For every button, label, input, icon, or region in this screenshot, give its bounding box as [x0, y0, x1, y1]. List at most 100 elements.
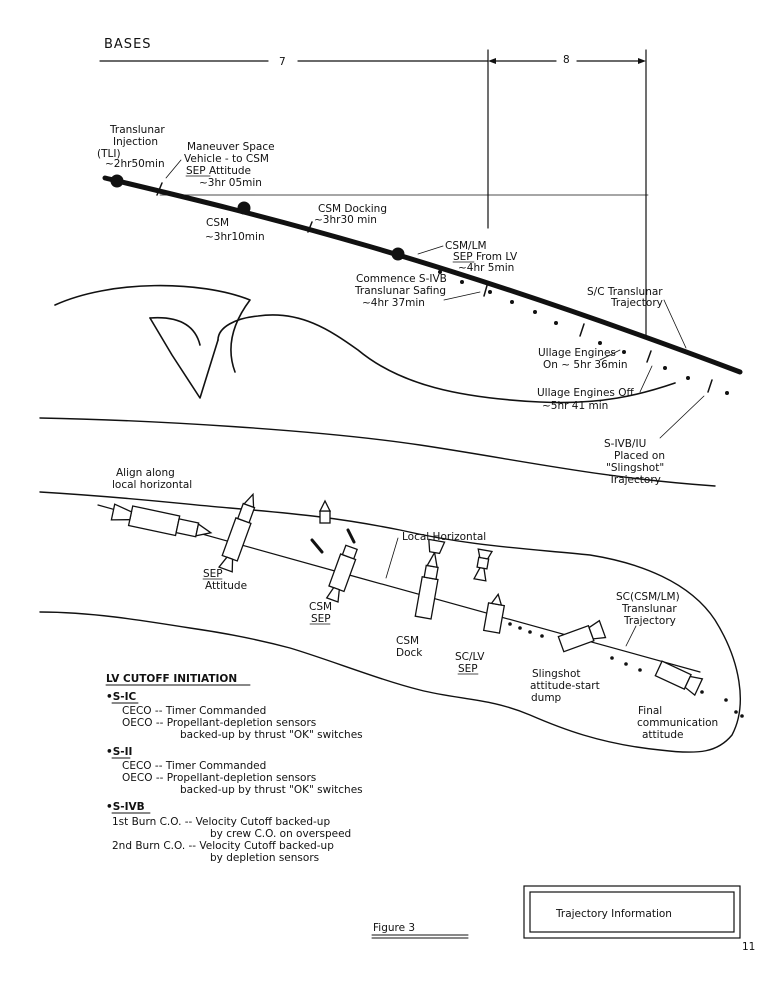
svg-text:Ullage Engines Off: Ullage Engines Off: [537, 387, 634, 399]
bases-header: BASES 7 8: [99, 37, 649, 337]
svg-text:~2hr50min: ~2hr50min: [105, 158, 165, 170]
svg-text:local horizontal: local horizontal: [112, 479, 192, 491]
lower-dotted-path: [508, 622, 744, 718]
svg-text:Placed on: Placed on: [614, 450, 665, 462]
tli-point: [110, 174, 124, 188]
svg-text:Injection: Injection: [113, 136, 158, 148]
svg-text:"Slingshot": "Slingshot": [606, 462, 664, 474]
svg-text:~4hr 5min: ~4hr 5min: [458, 262, 514, 274]
svg-text:2nd Burn C.O. -- Velocity Cuto: 2nd Burn C.O. -- Velocity Cutoff backed-…: [112, 840, 334, 852]
docking-label: CSM Docking ~3hr30 min: [314, 203, 387, 226]
svg-text:SEP: SEP: [203, 568, 223, 580]
svg-text:Trajectory: Trajectory: [623, 615, 676, 627]
svg-text:OECO -- Propellant-depletion s: OECO -- Propellant-depletion sensors: [122, 717, 316, 729]
figure-caption: Figure 3: [371, 922, 469, 939]
svg-text:Trajectory: Trajectory: [610, 297, 663, 309]
svg-text:CSM Docking: CSM Docking: [318, 203, 387, 215]
sclv-sep-label: SC/LV SEP: [455, 651, 485, 675]
s-ivb-dotted-path: [418, 260, 729, 395]
svg-text:Translunar: Translunar: [621, 603, 677, 615]
svg-text:backed-up by thrust "OK" switc: backed-up by thrust "OK" switches: [180, 729, 363, 741]
csmlm-sep-point: [391, 247, 405, 261]
upper-trajectory: Translunar Injection (TLI) ~2hr50min Man…: [97, 124, 743, 486]
svg-text:Attitude: Attitude: [205, 580, 247, 592]
cutoff-notes: LV CUTOFF INITIATION •S-IC CECO -- Timer…: [105, 673, 363, 864]
sclv-sep-vehicle-icon: [473, 548, 506, 634]
svg-text:CSM: CSM: [206, 217, 229, 229]
bases-title: BASES: [104, 37, 152, 52]
svg-text:by depletion sensors: by depletion sensors: [210, 852, 319, 864]
svg-text:Final: Final: [638, 705, 662, 717]
cutoff-title: LV CUTOFF INITIATION: [106, 673, 237, 685]
local-horizontal-label: Local Horizontal: [385, 531, 486, 579]
svg-text:On ~ 5hr 36min: On ~ 5hr 36min: [543, 359, 628, 371]
ullage-off-label: Ullage Engines Off ~5hr 41 min: [537, 365, 653, 412]
s4b-heading: •S-IVB: [106, 801, 145, 813]
svg-text:Translunar Safing: Translunar Safing: [354, 285, 446, 297]
svg-text:SC(CSM/LM): SC(CSM/LM): [616, 591, 680, 603]
svg-text:attitude-start: attitude-start: [530, 680, 600, 692]
svg-text:Translunar: Translunar: [109, 124, 165, 136]
svg-text:~3hr10min: ~3hr10min: [205, 231, 265, 243]
ullage-on-label: Ullage Engines On ~ 5hr 36min: [538, 347, 628, 371]
page-number: 11: [742, 941, 755, 953]
svg-text:CECO -- Timer Commanded: CECO -- Timer Commanded: [122, 760, 266, 772]
svg-text:Ullage Engines: Ullage Engines: [538, 347, 616, 359]
svg-text:S/C Translunar: S/C Translunar: [587, 286, 663, 298]
svg-text:1st Burn C.O. -- Velocity Cuto: 1st Burn C.O. -- Velocity Cutoff backed-…: [112, 816, 330, 828]
csm-sep-label: CSM ~3hr10min: [205, 217, 265, 243]
svg-text:SEP From LV: SEP From LV: [453, 251, 518, 263]
svg-text:(TLI): (TLI): [97, 148, 121, 160]
slingshot-label: S-IVB/IU Placed on "Slingshot" Trajector…: [604, 395, 705, 486]
s1c-heading: •S-IC: [106, 691, 137, 703]
svg-text:SEP: SEP: [311, 613, 331, 625]
safing-label: Commence S-IVB Translunar Safing ~4hr 37…: [354, 273, 481, 309]
svg-text:Vehicle - to CSM: Vehicle - to CSM: [184, 153, 269, 165]
svg-text:~4hr 37min: ~4hr 37min: [362, 297, 425, 309]
final-comm-label: Final communication attitude: [637, 705, 718, 741]
csm-sep-point: [237, 201, 251, 215]
svg-text:CSM: CSM: [309, 601, 332, 613]
align-vehicle-icon: [110, 503, 213, 538]
svg-text:Trajectory Information: Trajectory Information: [555, 908, 672, 920]
csm-sep-vehicle-icon: [310, 499, 358, 603]
sep-attitude-label: SEP Attitude: [202, 568, 247, 592]
svg-text:dump: dump: [531, 692, 562, 704]
csm-dock-label: CSM Dock: [396, 635, 423, 659]
svg-text:~3hr30 min: ~3hr30 min: [314, 214, 377, 226]
svg-text:Maneuver Space: Maneuver Space: [187, 141, 275, 153]
csmlm-sep-label: CSM/LM SEP From LV ~4hr 5min: [417, 240, 518, 274]
svg-text:CECO -- Timer Commanded: CECO -- Timer Commanded: [122, 705, 266, 717]
slingshot-vehicle-icon: [557, 619, 607, 653]
svg-text:SEP Attitude: SEP Attitude: [186, 165, 251, 177]
svg-text:Local Horizontal: Local Horizontal: [402, 531, 486, 543]
csm-dock-vehicle-icon: [414, 538, 446, 620]
svg-text:Align along: Align along: [116, 467, 175, 479]
final-comm-vehicle-icon: [654, 660, 704, 697]
transition-arrow: [54, 284, 676, 404]
base-8-label: 8: [563, 54, 570, 66]
svg-text:Commence S-IVB: Commence S-IVB: [356, 273, 447, 285]
title-box: Trajectory Information: [523, 885, 741, 939]
event-ticks: [156, 182, 713, 393]
slingshot-dump-label: Slingshot attitude-start dump: [530, 668, 600, 704]
csm-sep-lower-label: CSM SEP: [309, 601, 332, 625]
svg-text:Figure 3: Figure 3: [373, 922, 415, 934]
svg-text:backed-up by thrust "OK" switc: backed-up by thrust "OK" switches: [180, 784, 363, 796]
tli-label: Translunar Injection (TLI) ~2hr50min: [97, 124, 165, 170]
s2-heading: •S-II: [106, 746, 132, 758]
svg-text:CSM: CSM: [396, 635, 419, 647]
sep-attitude-vehicle-icon: [217, 492, 256, 573]
svg-text:~3hr 05min: ~3hr 05min: [199, 177, 262, 189]
svg-text:S-IVB/IU: S-IVB/IU: [604, 438, 646, 450]
svg-text:CSM/LM: CSM/LM: [445, 240, 487, 252]
sc-trajectory-label: S/C Translunar Trajectory: [587, 286, 687, 349]
svg-text:SC/LV: SC/LV: [455, 651, 485, 663]
svg-text:SEP: SEP: [458, 663, 478, 675]
base-7-label: 7: [279, 56, 286, 68]
svg-text:by crew C.O. on overspeed: by crew C.O. on overspeed: [210, 828, 351, 840]
maneuver-label: Maneuver Space Vehicle - to CSM SEP Atti…: [165, 141, 275, 189]
align-label: Align along local horizontal: [112, 467, 192, 491]
svg-text:Dock: Dock: [396, 647, 423, 659]
